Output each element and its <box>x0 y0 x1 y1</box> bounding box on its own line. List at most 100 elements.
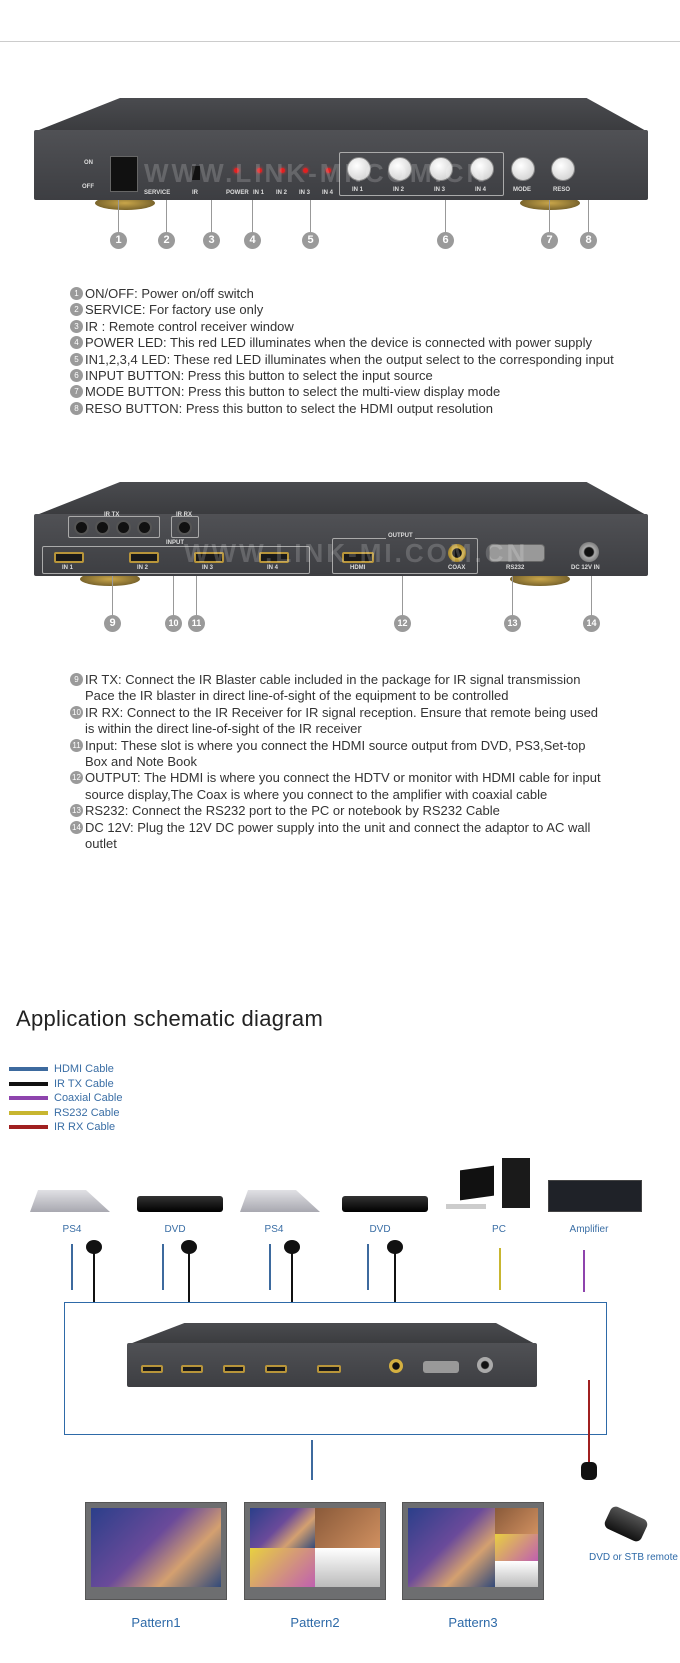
pattern3-label: Pattern3 <box>448 1615 498 1630</box>
single-view-screen <box>91 1508 221 1587</box>
led-in3 <box>303 168 308 173</box>
ir-tx-cable <box>291 1244 293 1302</box>
led-in2-label: IN 2 <box>276 190 288 196</box>
led-in2 <box>280 168 285 173</box>
device-top <box>127 1323 537 1345</box>
remote-control-icon <box>602 1504 650 1544</box>
ir-tx-port-1[interactable] <box>74 520 89 535</box>
input-button-4[interactable] <box>470 157 494 181</box>
source-label-pc: PC <box>492 1224 506 1235</box>
pattern2-label: Pattern2 <box>290 1615 340 1630</box>
output-label: OUTPUT <box>386 533 415 539</box>
callout-13: 13 <box>504 615 521 632</box>
power-switch[interactable] <box>110 156 138 192</box>
ir-tx-cable <box>394 1244 396 1302</box>
pc-icon <box>446 1158 540 1214</box>
ir-rx-port[interactable] <box>177 520 192 535</box>
hdmi-output-arrow <box>311 1440 313 1480</box>
callout-12: 12 <box>394 615 411 632</box>
hdmi-in-4[interactable] <box>259 552 289 563</box>
legend-item: IR TX Cable <box>9 1077 122 1092</box>
device-top <box>34 482 648 516</box>
ps4-console-icon <box>30 1190 110 1212</box>
monitor-pattern3 <box>402 1502 544 1600</box>
ir-receiver-icon <box>581 1462 597 1480</box>
input-button-3[interactable] <box>429 157 453 181</box>
pip-view-screen <box>408 1508 538 1587</box>
input-button-2[interactable] <box>388 157 412 181</box>
hdmi-out[interactable] <box>342 552 374 563</box>
in2-label: IN 2 <box>137 565 149 571</box>
hdmi-cable-arrow <box>269 1244 271 1290</box>
rs232-port[interactable] <box>489 544 545 562</box>
callout-6: 6 <box>437 232 454 249</box>
callout-7: 7 <box>541 232 558 249</box>
coax-label: COAX <box>448 565 466 571</box>
switch-on-label: ON <box>84 160 93 166</box>
reso-button[interactable] <box>551 157 575 181</box>
ir-window <box>192 166 200 180</box>
input-button-1[interactable] <box>347 157 371 181</box>
callout-3: 3 <box>203 232 220 249</box>
source-label-amplifier: Amplifier <box>569 1224 609 1235</box>
section-title: Application schematic diagram <box>16 1006 324 1031</box>
device-rear-face: IR TX IR RX INPUT IN 1 IN 2 IN 3 IN 4 OU… <box>34 512 648 576</box>
callout-10: 10 <box>165 615 182 632</box>
source-label-dvd: DVD <box>164 1224 186 1235</box>
ir-tx-cable <box>188 1244 190 1302</box>
dc-power-port[interactable] <box>579 542 599 562</box>
source-label-dvd: DVD <box>369 1224 391 1235</box>
remote-label: DVD or STB remote <box>589 1552 678 1563</box>
rear-panel-photo: IR TX IR RX INPUT IN 1 IN 2 IN 3 IN 4 OU… <box>0 470 680 640</box>
device-front-face: ON OFF SERVICE IR POWER IN 1 IN 2 IN 3 I… <box>34 130 648 200</box>
hdmi-out-label: HDMI <box>350 565 366 571</box>
ir-tx-label: IR TX <box>104 512 120 518</box>
input-button-group <box>339 152 504 196</box>
callout-2: 2 <box>158 232 175 249</box>
ir-tx-port-2[interactable] <box>95 520 110 535</box>
led-in1-label: IN 1 <box>253 190 265 196</box>
callout-4: 4 <box>244 232 261 249</box>
watermark: WWW.LINK-MI.COM.CN <box>144 158 489 188</box>
hdmi-in-2[interactable] <box>129 552 159 563</box>
callout-11: 11 <box>188 615 205 632</box>
hdmi-cable-arrow <box>71 1244 73 1290</box>
dc-label: DC 12V IN <box>571 565 600 571</box>
coax-port[interactable] <box>448 544 466 562</box>
ir-label: IR <box>192 190 198 196</box>
source-label-ps4: PS4 <box>264 1224 284 1235</box>
button-in4-label: IN 4 <box>475 187 487 193</box>
hdmi-in-3[interactable] <box>194 552 224 563</box>
callout-9: 9 <box>104 615 121 632</box>
switch-off-label: OFF <box>82 184 94 190</box>
callout-8: 8 <box>580 232 597 249</box>
device-top <box>34 98 648 132</box>
legend-swatch <box>9 1067 48 1072</box>
rs232-label: RS232 <box>506 565 525 571</box>
led-in1 <box>257 168 262 173</box>
input-label: INPUT <box>164 540 186 546</box>
hdmi-cable-arrow <box>367 1244 369 1290</box>
in1-label: IN 1 <box>62 565 74 571</box>
ir-tx-cable <box>93 1244 95 1302</box>
dvd-player-icon <box>137 1196 223 1212</box>
rs232-cable-arrow <box>499 1248 501 1290</box>
ir-tx-port-4[interactable] <box>137 520 152 535</box>
hdmi-in-1[interactable] <box>54 552 84 563</box>
dvd-player-icon <box>342 1196 428 1212</box>
ir-tx-port-3[interactable] <box>116 520 131 535</box>
hdmi-cable-arrow <box>162 1244 164 1290</box>
legend-item: Coaxial Cable <box>9 1091 122 1106</box>
mode-button[interactable] <box>511 157 535 181</box>
